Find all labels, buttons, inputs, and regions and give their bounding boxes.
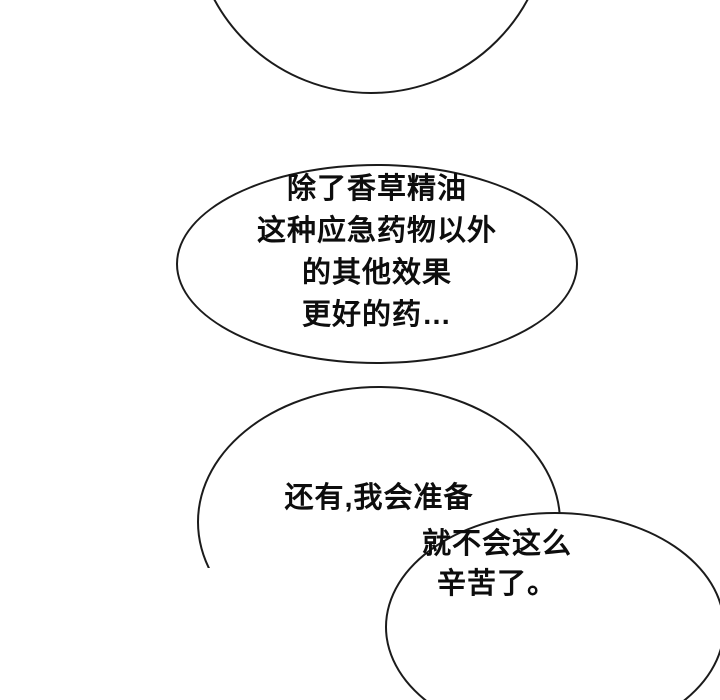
speech-text-second: 还有,我会准备 xyxy=(197,479,561,517)
speech-line: 除了香草精油 xyxy=(286,173,467,205)
bubble-bottom-mask xyxy=(0,568,394,700)
speech-line: 还有,我会准备 xyxy=(284,482,474,514)
speech-line: 更好的药… xyxy=(301,299,452,331)
speech-text-third: 就不会这么 辛苦了。 xyxy=(392,524,602,604)
speech-text-main: 除了香草精油 这种应急药物以外 的其他效果 更好的药… xyxy=(176,168,578,336)
speech-line: 就不会这么 xyxy=(421,528,572,560)
speech-line: 这种应急药物以外 xyxy=(256,215,497,247)
speech-bubble-third xyxy=(385,512,720,700)
speech-line: 的其他效果 xyxy=(301,257,452,289)
speech-line: 辛苦了。 xyxy=(436,568,557,600)
speech-bubble-top-partial xyxy=(192,0,550,94)
speech-bubble-main xyxy=(176,164,578,364)
